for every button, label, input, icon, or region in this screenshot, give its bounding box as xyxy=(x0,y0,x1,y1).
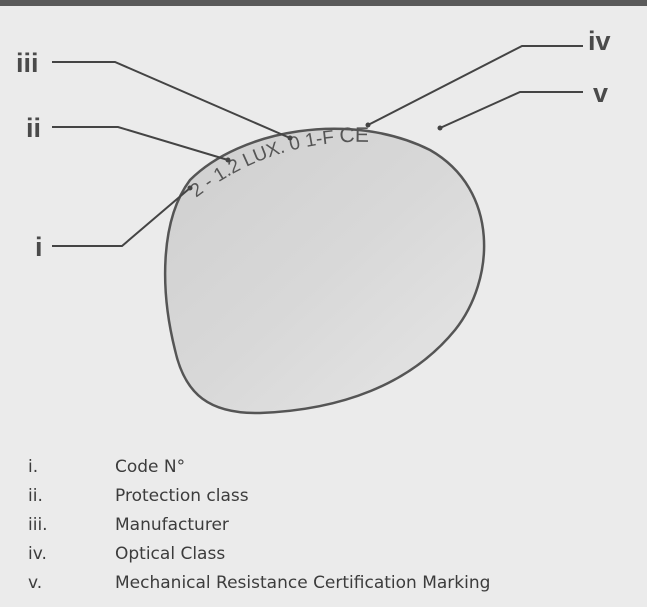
leader-dot-ii xyxy=(225,157,231,163)
legend-label: Code N° xyxy=(115,456,186,477)
legend-num: i. xyxy=(28,456,39,477)
leader-line-iii xyxy=(52,61,291,139)
top-border xyxy=(0,0,647,6)
legend-num: iv. xyxy=(28,543,47,564)
lens-diagram: 2 - 1.2 LUX. 0 1-F CE i ii xyxy=(16,26,611,415)
legend-row-ii: ii. Protection class xyxy=(28,481,628,510)
leader-lines xyxy=(52,45,583,247)
marking-certification: CE xyxy=(339,124,369,148)
legend-row-i: i. Code N° xyxy=(28,452,628,481)
callout-iii: iii xyxy=(16,48,39,78)
callout-ii: ii xyxy=(26,113,41,143)
legend-row-iv: iv. Optical Class xyxy=(28,539,628,568)
leader-dot-iv xyxy=(365,122,371,128)
leader-dots xyxy=(187,122,443,191)
leader-line-i xyxy=(52,187,191,247)
legend: i. Code N° ii. Protection class iii. Man… xyxy=(28,452,628,597)
leader-dot-v xyxy=(437,125,443,131)
legend-label: Manufacturer xyxy=(115,514,229,535)
callout-i: i xyxy=(35,232,43,262)
leader-line-ii xyxy=(52,126,229,161)
legend-label: Mechanical Resistance Certification Mark… xyxy=(115,572,491,593)
legend-num: iii. xyxy=(28,514,48,535)
legend-row-v: v. Mechanical Resistance Certification M… xyxy=(28,568,628,597)
callout-v: v xyxy=(593,78,608,108)
callout-iv: iv xyxy=(588,26,611,56)
legend-label: Optical Class xyxy=(115,543,226,564)
leader-dot-i xyxy=(187,185,193,191)
leader-line-iv xyxy=(367,45,583,126)
lens-shape xyxy=(163,127,486,415)
legend-label: Protection class xyxy=(115,485,249,506)
leader-line-v xyxy=(439,91,583,129)
legend-num: v. xyxy=(28,572,43,593)
legend-row-iii: iii. Manufacturer xyxy=(28,510,628,539)
leader-dot-iii xyxy=(287,135,293,141)
legend-num: ii. xyxy=(28,485,43,506)
